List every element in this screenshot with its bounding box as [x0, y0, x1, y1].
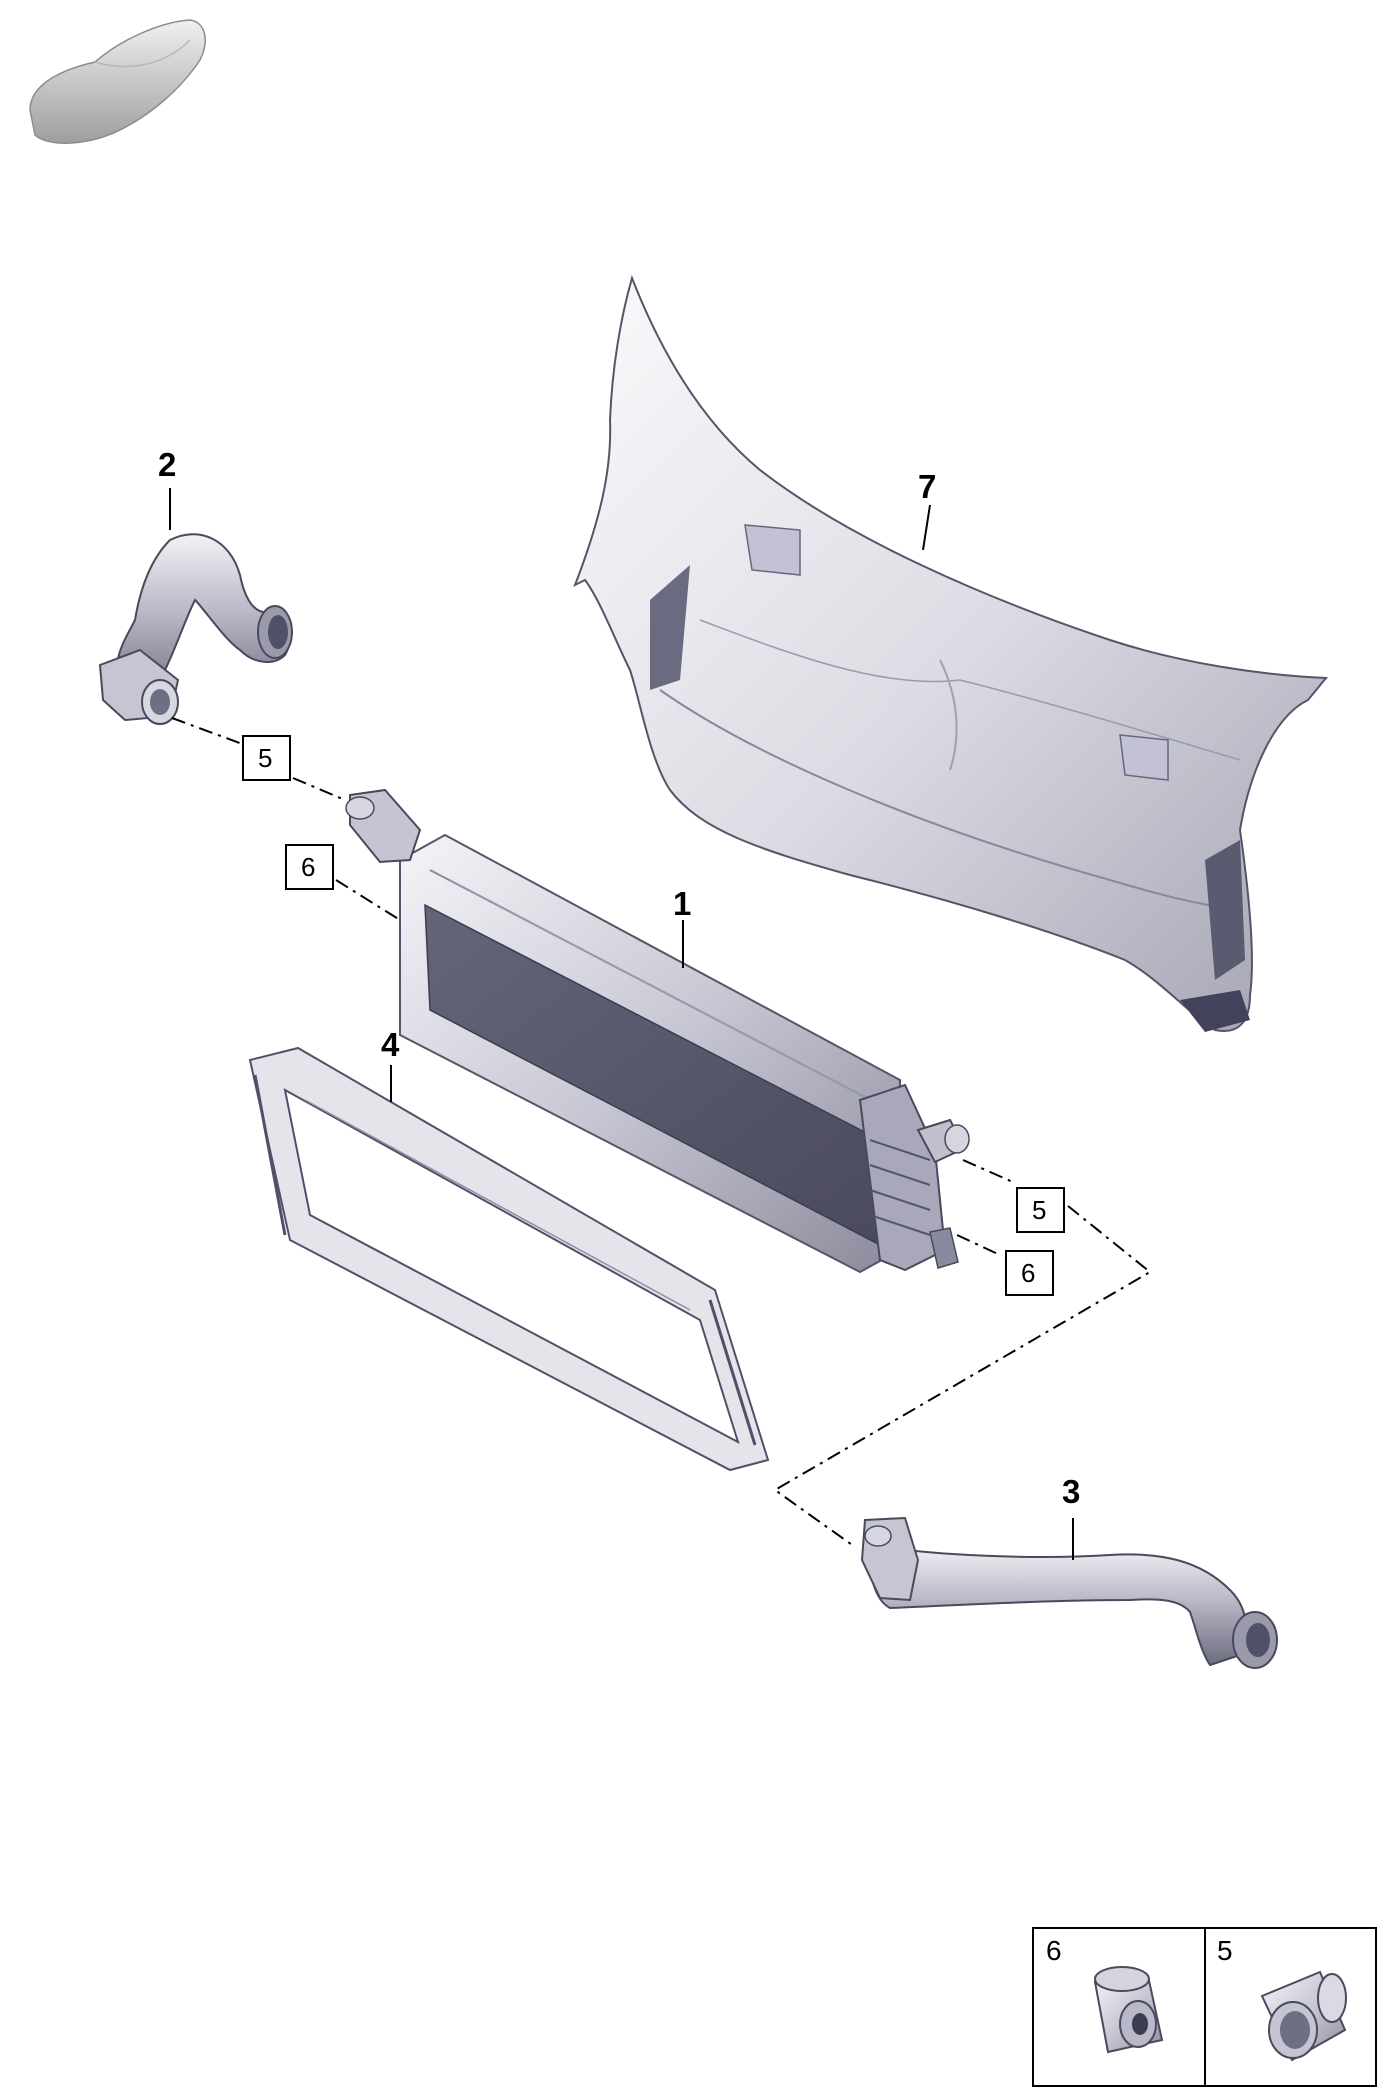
svg-text:6: 6: [1046, 1935, 1062, 1966]
callout-4: 4: [381, 1026, 400, 1063]
callout-2: 2: [158, 446, 176, 483]
svg-text:5: 5: [1032, 1195, 1046, 1225]
connector-lines: [171, 717, 1152, 1548]
ref-box-5-lower: 5: [1016, 1187, 1065, 1233]
legend-item-6: 6: [1046, 1935, 1164, 2054]
svg-text:5: 5: [258, 743, 272, 773]
legend-item-5: 5: [1217, 1935, 1347, 2062]
upper-hose: [98, 533, 293, 725]
ref-box-5-upper: 5: [242, 735, 291, 781]
cowl-panel: [573, 274, 1329, 1032]
ref-box-6-upper: 6: [285, 844, 334, 890]
svg-text:6: 6: [1021, 1258, 1035, 1288]
charge-air-cooler: [345, 788, 970, 1274]
leader-lines: [169, 488, 1074, 1560]
callout-7: 7: [918, 468, 936, 505]
parts-legend: 6 5: [1032, 1927, 1377, 2087]
svg-text:6: 6: [301, 852, 315, 882]
svg-text:5: 5: [1217, 1935, 1233, 1966]
lower-hose: [860, 1516, 1278, 1669]
vehicle-thumbnail-icon: [29, 19, 206, 144]
callout-1: 1: [673, 885, 691, 922]
mounting-frame: [248, 1046, 770, 1472]
sleeve-icon: [1260, 1970, 1347, 2062]
ref-box-6-lower: 6: [1005, 1250, 1054, 1296]
callout-3: 3: [1062, 1473, 1080, 1510]
bushing-icon: [1093, 1966, 1164, 2054]
